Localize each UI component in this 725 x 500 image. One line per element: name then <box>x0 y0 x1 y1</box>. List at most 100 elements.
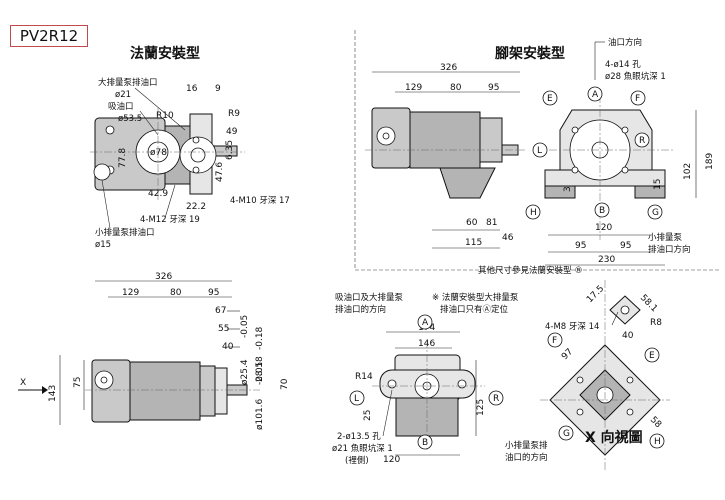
side-pump-outline <box>85 359 260 423</box>
flange-dim-78: ø78 <box>150 148 167 158</box>
flange-dim-r10: R10 <box>156 111 174 121</box>
foot-dim-3: 3 <box>563 186 573 192</box>
x-thread: 4-M8 牙深 14 <box>545 322 599 332</box>
marker-h-top-label: H <box>530 208 537 218</box>
front-note-2: 排油口只有Ⓐ定位 <box>440 304 509 315</box>
flange-large-outlet-dia: ø21 <box>115 90 131 100</box>
x-small-outlet-dir-2: 油口的方向 <box>505 452 548 463</box>
marker-l-front-label: L <box>354 394 359 404</box>
flange-large-outlet: 大排量泵排油口 <box>98 77 158 88</box>
front-dim-r14: R14 <box>355 372 373 382</box>
flange-dim-49: 49 <box>226 127 238 137</box>
marker-h-top <box>525 204 541 220</box>
marker-f-x-label: F <box>552 336 557 346</box>
foot-dim-326: 326 <box>440 63 457 73</box>
foot-oil-direction: 油口方向 <box>608 37 642 48</box>
side-dim-129: 129 <box>122 288 139 298</box>
side-dim-254: ø25.4 <box>240 359 250 385</box>
flange-title: 法蘭安裝型 <box>130 45 200 62</box>
x-dim-58: 58 <box>648 415 663 430</box>
foot-small-outlet-dir-1: 小排量泵 <box>648 232 683 243</box>
side-dim-254-tol: -0.05 <box>240 315 250 338</box>
marker-b-front-label: B <box>422 438 428 448</box>
marker-e-top <box>542 90 558 106</box>
flange-small-outlet-dia: ø15 <box>95 240 111 250</box>
x-view-outline <box>540 280 670 470</box>
foot-dim-120: 120 <box>595 223 612 233</box>
marker-f-x <box>547 332 563 348</box>
foot-dim-60: 60 <box>466 218 478 228</box>
flange-dim-9: 9 <box>215 84 221 94</box>
front-direction-2: 排油口的方向 <box>335 304 386 315</box>
foot-dim-81: 81 <box>486 218 497 228</box>
flange-suction: 吸油口 <box>108 101 134 112</box>
side-x-arrowhead <box>42 386 48 394</box>
marker-b-top-label: B <box>599 206 605 216</box>
marker-h-x <box>649 433 665 449</box>
x-dim-175: 17.5 <box>585 284 606 305</box>
flange-suction-dia: ø53.5 <box>118 114 142 124</box>
marker-l-top <box>532 142 548 158</box>
front-hole: 2-ø13.5 孔 <box>337 432 381 442</box>
marker-g-top-label: G <box>652 208 659 218</box>
flange-dim-429: 42.9 <box>148 189 168 199</box>
marker-b-top <box>594 202 610 218</box>
side-dim-95: 95 <box>208 288 219 298</box>
x-dim-40: 40 <box>622 331 634 341</box>
foot-dim-95a: 95 <box>575 241 586 251</box>
marker-e-top-label: E <box>547 94 553 104</box>
front-direction-1: 吸油口及大排量泵 <box>335 292 404 303</box>
front-dim-146: 146 <box>418 339 435 349</box>
side-dim-70: 70 <box>280 378 290 390</box>
side-dim-1016-tol: -0.05 <box>255 362 265 385</box>
foot-title: 腳架安裝型 <box>495 45 565 62</box>
foot-dim-189: 189 <box>705 153 715 170</box>
side-dim-75: 75 <box>73 377 83 388</box>
flange-dim-635: 6.35 <box>225 140 235 160</box>
marker-a-front-label: A <box>422 318 429 328</box>
marker-f-top <box>630 90 646 106</box>
side-dim-2818-tol: -0.18 <box>255 326 265 350</box>
marker-r-front <box>488 390 504 406</box>
foot-pump-side <box>365 107 525 199</box>
marker-g-x <box>558 425 574 441</box>
front-dim-25: 25 <box>363 410 373 421</box>
marker-r-front-label: R <box>493 394 499 404</box>
flange-thread-a: 4-M12 牙深 19 <box>140 215 200 225</box>
x-view-title: X 向視圖 <box>585 429 643 446</box>
front-counterbore: ø21 魚眼坑深 1 <box>332 443 393 454</box>
flange-dim-476: 47.6 <box>215 162 225 182</box>
marker-h-x-label: H <box>654 437 661 447</box>
marker-r-top <box>634 132 650 148</box>
foot-dim-102: 102 <box>683 163 693 180</box>
x-small-outlet-dir-1: 小排量泵排 <box>505 440 548 451</box>
marker-e-x <box>644 347 660 363</box>
side-dim-67: 67 <box>215 306 226 316</box>
foot-dim-15: 15 <box>653 179 663 190</box>
model-tag: PV2R12 <box>10 25 88 47</box>
flange-dim-r9: R9 <box>228 109 240 119</box>
front-dim-125: 125 <box>476 399 486 416</box>
foot-dim-95b: 95 <box>620 241 631 251</box>
flange-pump-outline <box>90 108 245 200</box>
foot-dim-230: 230 <box>598 255 615 265</box>
front-note-1: ※ 法蘭安裝型大排量泵 <box>432 292 519 303</box>
foot-dim-80: 80 <box>450 83 462 93</box>
marker-a-top <box>587 86 603 102</box>
side-dim-55: 55 <box>218 324 229 334</box>
foot-dim-95: 95 <box>488 83 499 93</box>
flange-thread-b: 4-M10 牙深 17 <box>230 196 290 206</box>
marker-b-front <box>417 434 433 450</box>
flange-dim-778: 77.8 <box>118 148 128 168</box>
front-pump-outline <box>372 340 485 450</box>
marker-g-x-label: G <box>563 429 570 439</box>
side-dim-326: 326 <box>155 272 172 282</box>
marker-r-top-label: R <box>639 136 645 146</box>
foot-hole: 4-ø14 孔 <box>605 60 641 70</box>
foot-dim-115: 115 <box>465 238 482 248</box>
side-x-label: X <box>20 378 26 388</box>
side-dim-80: 80 <box>170 288 182 298</box>
foot-dim-46: 46 <box>502 233 514 243</box>
